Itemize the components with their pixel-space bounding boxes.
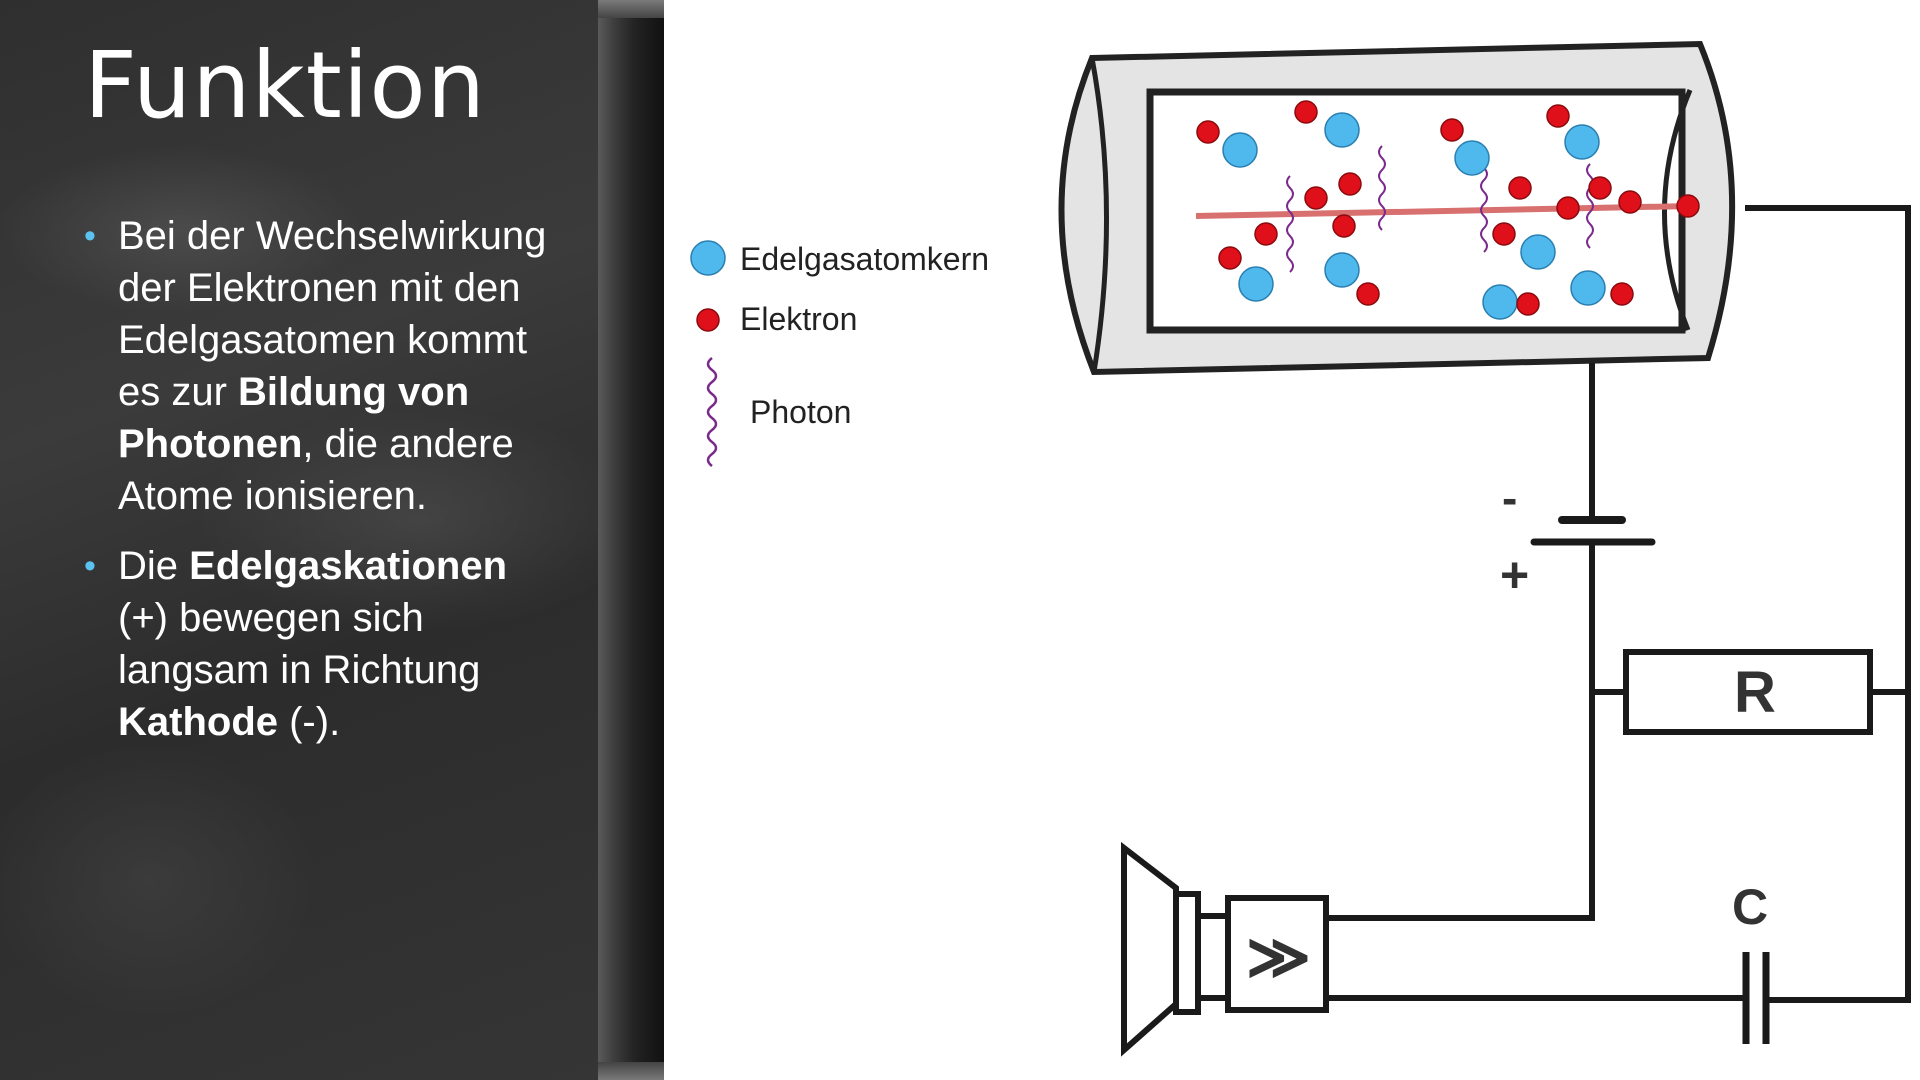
- nucleus: [1222, 132, 1258, 168]
- battery-minus-label: -: [1502, 472, 1517, 524]
- resistor-label: R: [1734, 660, 1776, 725]
- electron: [1610, 282, 1634, 306]
- battery: [1530, 516, 1656, 546]
- circuit-wires: [1325, 205, 1911, 1003]
- tube-left-cap: [1089, 57, 1109, 373]
- electron: [1546, 104, 1570, 128]
- nucleus: [1564, 124, 1600, 160]
- speaker-magnet: [1173, 891, 1201, 1015]
- photon: [1286, 175, 1294, 273]
- bullet-2-bold-2: Kathode: [118, 700, 278, 744]
- bullet-dot-icon: •: [84, 547, 96, 585]
- legend-nucleus-icon: [690, 240, 726, 276]
- electron: [1516, 292, 1540, 316]
- bullet-2-bold-1: Edelgaskationen: [189, 544, 508, 588]
- electron: [1338, 172, 1362, 196]
- electron: [1508, 176, 1532, 200]
- photons: [1286, 145, 1594, 273]
- electron: [1556, 196, 1580, 220]
- electron: [1492, 222, 1516, 246]
- speaker-neck: [1195, 913, 1231, 1001]
- legend-nucleus-label: Edelgasatomkern: [740, 241, 989, 277]
- speaker-cone: [1121, 841, 1179, 1057]
- bullet-dot-icon: •: [84, 217, 96, 255]
- electron: [1356, 282, 1380, 306]
- electrons: [1196, 100, 1700, 316]
- slide-title: Funktion: [84, 32, 487, 139]
- bullet-list: • Bei der Wechselwirkung der Elektronen …: [84, 210, 554, 766]
- electron: [1332, 214, 1356, 238]
- anode-wire-beam: [1195, 203, 1693, 219]
- divider-cap-top: [598, 0, 664, 18]
- wire-tube-to-right: [1745, 205, 1911, 1003]
- resistor: [1623, 649, 1873, 735]
- electron: [1254, 222, 1278, 246]
- photon: [1378, 145, 1386, 231]
- legend-photon-label: Photon: [750, 394, 851, 430]
- electron: [1588, 176, 1612, 200]
- nucleus: [1324, 252, 1360, 288]
- electron: [1618, 190, 1642, 214]
- electron: [1676, 194, 1700, 218]
- nucleus: [1454, 140, 1490, 176]
- bullet-1-bold-1: Bildung von Photonen: [118, 370, 470, 466]
- nucleus: [1570, 270, 1606, 306]
- bullet-1-text-2: , die andere Atome ionisieren.: [118, 422, 514, 518]
- electron: [1440, 118, 1464, 142]
- nucleus: [1324, 112, 1360, 148]
- electron: [1304, 186, 1328, 210]
- battery-plus-label: +: [1500, 547, 1529, 603]
- capacitor-label: C: [1732, 879, 1768, 935]
- legend-electron-icon: [696, 308, 720, 332]
- tube-right-cap: [1662, 89, 1693, 331]
- nuclei: [1222, 112, 1606, 320]
- legend-electron-label: Elektron: [740, 301, 857, 337]
- bullet-2-text-2: (+) bewegen sich langsam in Richtung: [118, 596, 481, 692]
- speaker: [1121, 841, 1329, 1057]
- divider-cap-bottom: [598, 1062, 664, 1080]
- amplifier-symbol: ≫: [1246, 923, 1311, 992]
- nucleus: [1482, 284, 1518, 320]
- bullet-item-2: • Die Edelgaskationen (+) bewegen sich l…: [84, 540, 554, 748]
- electron: [1218, 246, 1242, 270]
- photon: [1586, 163, 1594, 249]
- electron: [1196, 120, 1220, 144]
- legend: Edelgasatomkern Elektron Photon: [690, 240, 989, 467]
- capacitor: [1742, 952, 1770, 1044]
- panel-divider: [598, 0, 664, 1080]
- bullet-item-1: • Bei der Wechselwirkung der Elektronen …: [84, 210, 554, 522]
- bullet-2-text-1: Die: [118, 544, 190, 588]
- bullet-2-text-3: (-).: [278, 700, 341, 744]
- amplifier-box: [1225, 895, 1329, 1013]
- bullet-1-text-1: Bei der Wechselwirkung der Elektronen mi…: [118, 214, 547, 414]
- electron: [1294, 100, 1318, 124]
- nucleus: [1238, 266, 1274, 302]
- chalkboard-panel: [0, 0, 598, 1080]
- geiger-counter-diagram: Edelgasatomkern Elektron Photon: [690, 40, 1911, 1057]
- legend-photon-icon: [706, 357, 718, 467]
- photon: [1480, 155, 1488, 253]
- nucleus: [1520, 234, 1556, 270]
